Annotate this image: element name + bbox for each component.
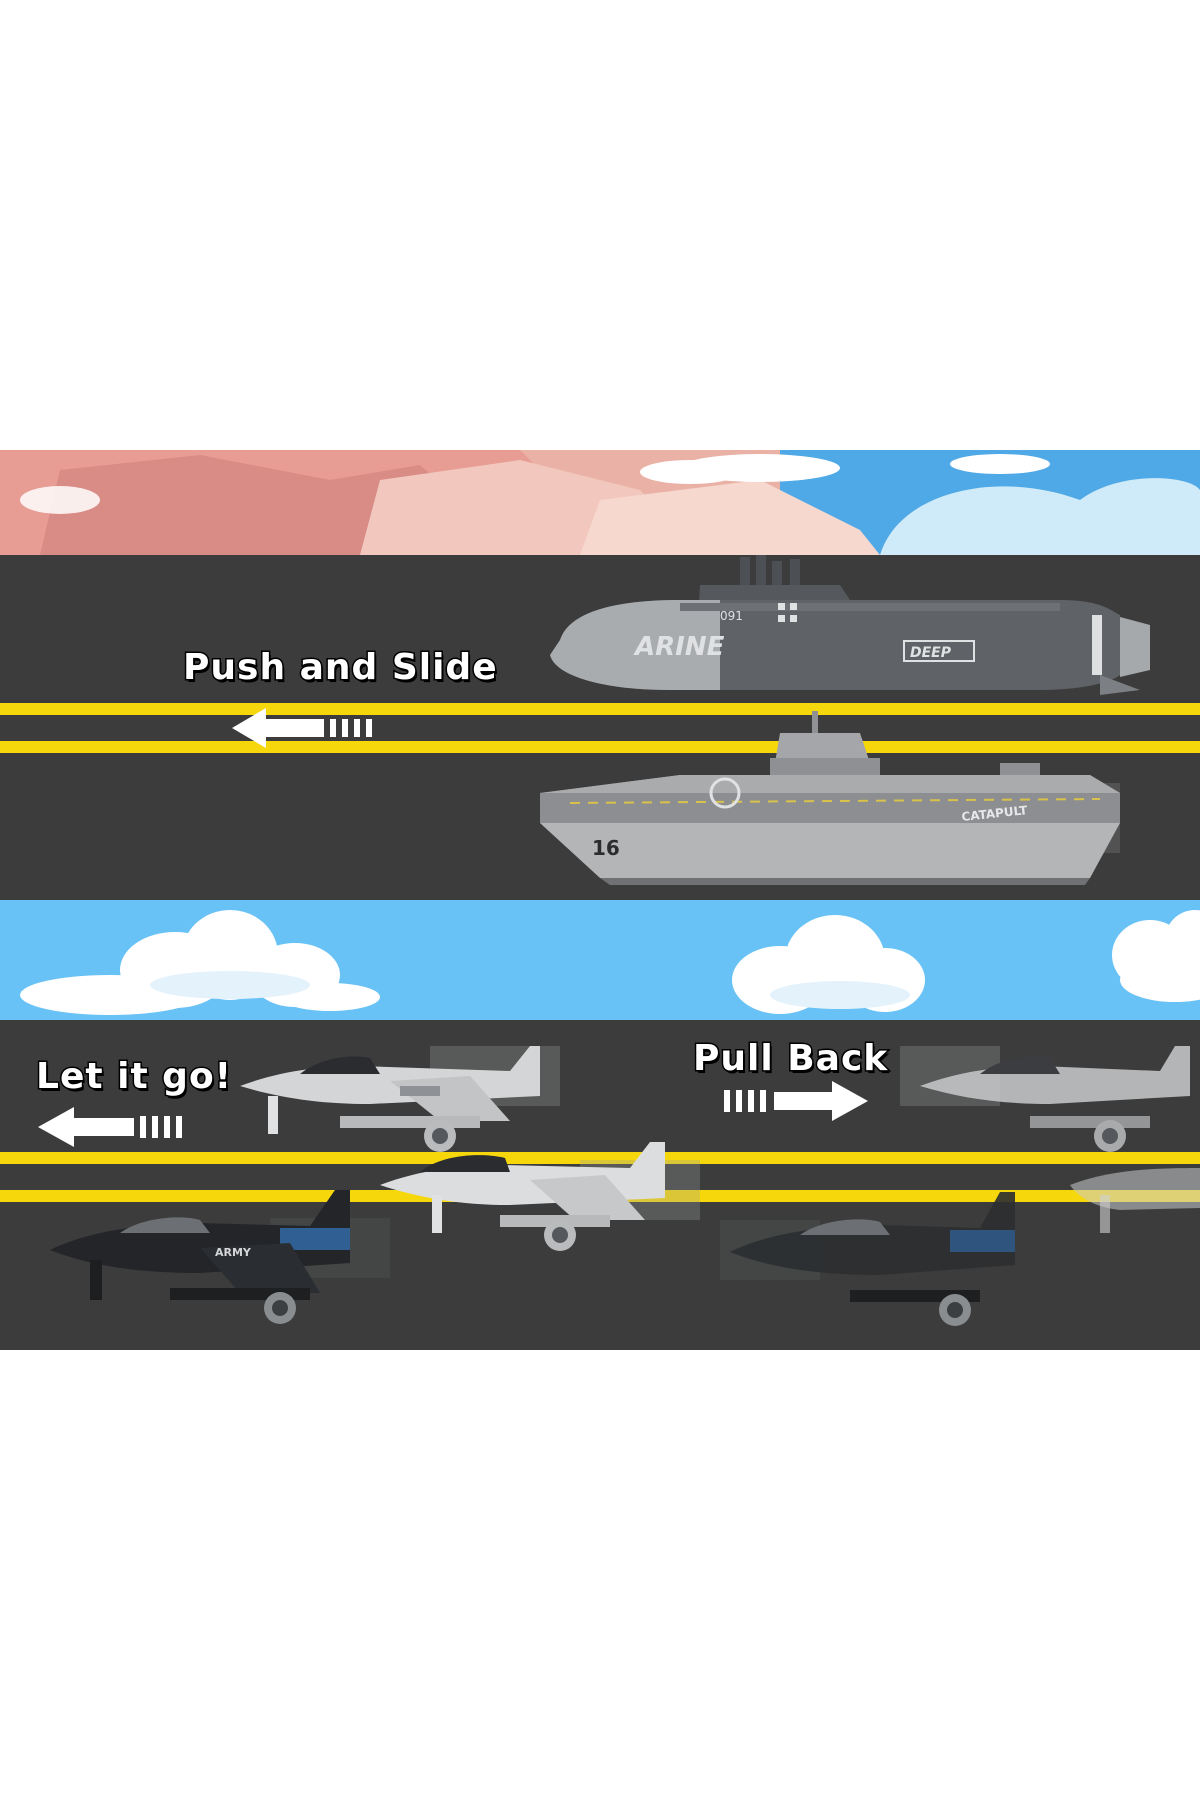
- road-stripe: [0, 741, 1200, 753]
- light-fighter-jet-toy: [240, 1046, 560, 1152]
- carrier-deck-text: CATAPULT: [961, 803, 1029, 824]
- submarine-badge: DEEP: [910, 645, 952, 661]
- pink-cloud-sky-illustration: [0, 450, 1200, 555]
- dark-fighter-jet-toy: ARMY: [50, 1190, 390, 1324]
- pull-back-caption: Pull Back: [691, 1037, 889, 1081]
- light-fighter-jet-toy: [380, 1142, 700, 1251]
- white-cloud-sky-illustration: [20, 910, 1200, 1015]
- light-fighter-jet-toy: [900, 1046, 1190, 1152]
- road-stripe: [0, 703, 1200, 715]
- middle-sky-panel: [0, 900, 1200, 1020]
- submarine-tower-number: 091: [720, 609, 743, 623]
- push-and-slide-caption: Push and Slide: [182, 646, 499, 690]
- submarine-hull-lettering: ARINE: [633, 632, 725, 662]
- dark-fighter-jet-toy: [720, 1192, 1015, 1326]
- arrow-left-icon: [38, 1107, 182, 1147]
- aircraft-carrier-toy: 16 CATAPULT: [540, 711, 1120, 885]
- submarine-toy: 091 ARINE DEEP: [550, 555, 1150, 695]
- let-it-go-caption: Let it go!: [34, 1055, 233, 1099]
- road-panel-bottom: Let it go! Pull Back: [0, 1020, 1200, 1350]
- light-fighter-jet-toy: [1070, 1168, 1200, 1233]
- road-panel-top: 091 ARINE DEEP Push and Slide 16 CATAPUL…: [0, 555, 1200, 900]
- arrow-right-icon: [724, 1081, 868, 1121]
- top-sky-panel: [0, 450, 1200, 555]
- arrow-left-icon: [232, 708, 372, 748]
- carrier-hull-number: 16: [592, 836, 620, 860]
- jet-marking: ARMY: [215, 1246, 252, 1259]
- road-stripe: [0, 1152, 1200, 1164]
